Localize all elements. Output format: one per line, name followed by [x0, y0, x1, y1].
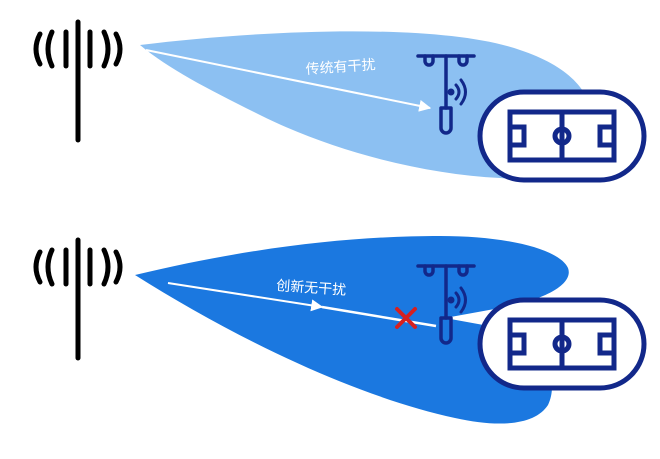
signal-arrow: [167, 282, 324, 312]
blocked-signal-path: [321, 305, 437, 328]
antenna-tower-icon: [33, 237, 123, 361]
wifi-signal-icon: [447, 78, 467, 106]
stadium-icon: [477, 89, 647, 183]
signal-arrow: [145, 49, 432, 112]
wifi-signal-icon: [447, 286, 467, 314]
beam-label: 传统有干扰: [305, 57, 376, 78]
antenna-tower-icon: [33, 19, 123, 143]
beam-label: 创新无干扰: [276, 278, 347, 299]
street-light-icon: [416, 264, 476, 345]
innovative-panel: 创新无干扰: [33, 236, 647, 424]
stadium-icon: [477, 297, 647, 391]
cross-icon: [395, 307, 417, 329]
street-light-icon: [416, 54, 476, 135]
split-beam: [135, 236, 569, 424]
traditional-panel: 传统有干扰: [33, 19, 647, 183]
